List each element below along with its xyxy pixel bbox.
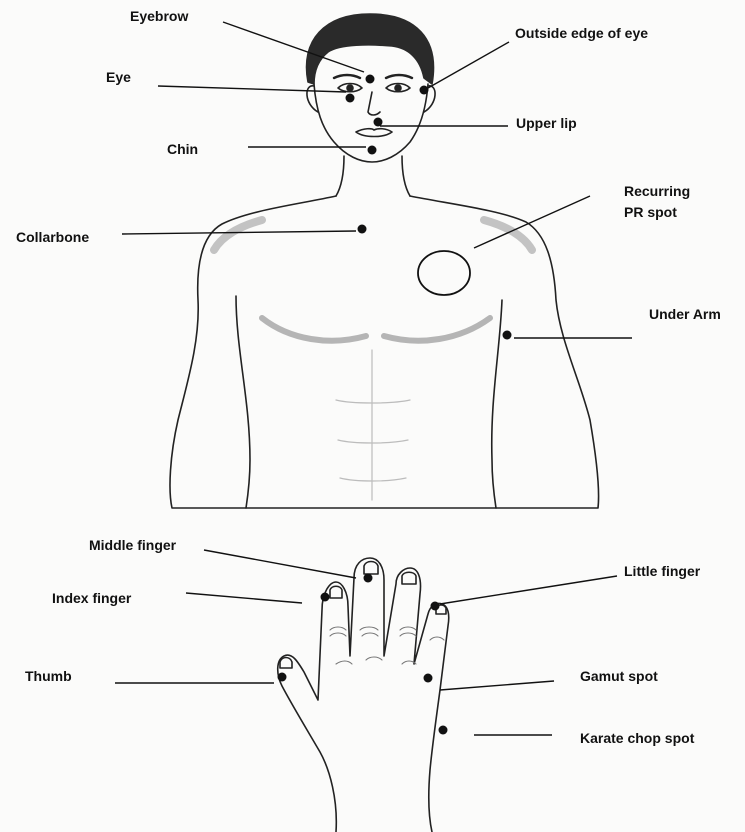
recurring-pr-spot-circle (418, 251, 470, 295)
thumb-point (278, 673, 287, 682)
middle-finger-leader (204, 550, 356, 578)
collarbone-label: Collarbone (16, 229, 89, 246)
hand-outline (278, 558, 449, 832)
thumb-nail (280, 658, 292, 669)
shoulder-shading (214, 220, 532, 250)
collarbone-point (358, 225, 367, 234)
right-arm-inner (492, 300, 502, 508)
under-arm-point (503, 331, 512, 340)
recurring-pr-label-line2: PR spot (624, 204, 677, 221)
middle-finger-point (364, 574, 373, 583)
chin-label: Chin (167, 141, 198, 158)
eyebrow-label: Eyebrow (130, 8, 188, 25)
index-finger-label: Index finger (52, 590, 131, 607)
karate-chop-spot-point (439, 726, 448, 735)
eye-point (346, 94, 355, 103)
hand-figure (278, 558, 449, 832)
ab-lines (336, 350, 410, 500)
middle-fingernail (364, 562, 378, 575)
eyebrow-point (366, 75, 375, 84)
little-finger-leader (440, 576, 617, 604)
outside-edge-of-eye-label: Outside edge of eye (515, 25, 648, 42)
little-finger-label: Little finger (624, 563, 700, 580)
right-iris (395, 85, 401, 91)
mouth (356, 129, 392, 137)
outside-edge-of-eye-point (420, 86, 429, 95)
pectoral-shading (262, 318, 490, 341)
left-arm-inner (236, 296, 250, 508)
middle-finger-label: Middle finger (89, 537, 176, 554)
gamut-spot-label: Gamut spot (580, 668, 658, 685)
index-finger-point (321, 593, 330, 602)
little-finger-point (431, 602, 440, 611)
gamut-spot-point (424, 674, 433, 683)
right-eyebrow (386, 75, 412, 78)
under-arm-label: Under Arm (649, 306, 721, 323)
nose (368, 92, 380, 115)
upper-lip-label: Upper lip (516, 115, 577, 132)
ring-fingernail (402, 572, 416, 584)
eye-label: Eye (106, 69, 131, 86)
recurring-pr-label-line1: Recurring (624, 183, 690, 200)
left-iris (347, 85, 353, 91)
torso-outline (170, 196, 599, 508)
outside-edge-of-eye-leader (428, 42, 509, 88)
neck-left (336, 156, 344, 196)
hair (307, 14, 434, 84)
neck-right (402, 156, 410, 196)
karate-chop-spot-label: Karate chop spot (580, 730, 694, 747)
gamut-spot-leader (440, 681, 554, 690)
index-finger-leader (186, 593, 302, 603)
chin-point (368, 146, 377, 155)
thumb-label: Thumb (25, 668, 72, 685)
tapping-points (278, 75, 512, 735)
upper-lip-point (374, 118, 383, 127)
eye-leader (158, 86, 346, 92)
index-fingernail (330, 586, 342, 598)
knuckle-creases (330, 627, 444, 664)
left-eyebrow (334, 75, 360, 78)
